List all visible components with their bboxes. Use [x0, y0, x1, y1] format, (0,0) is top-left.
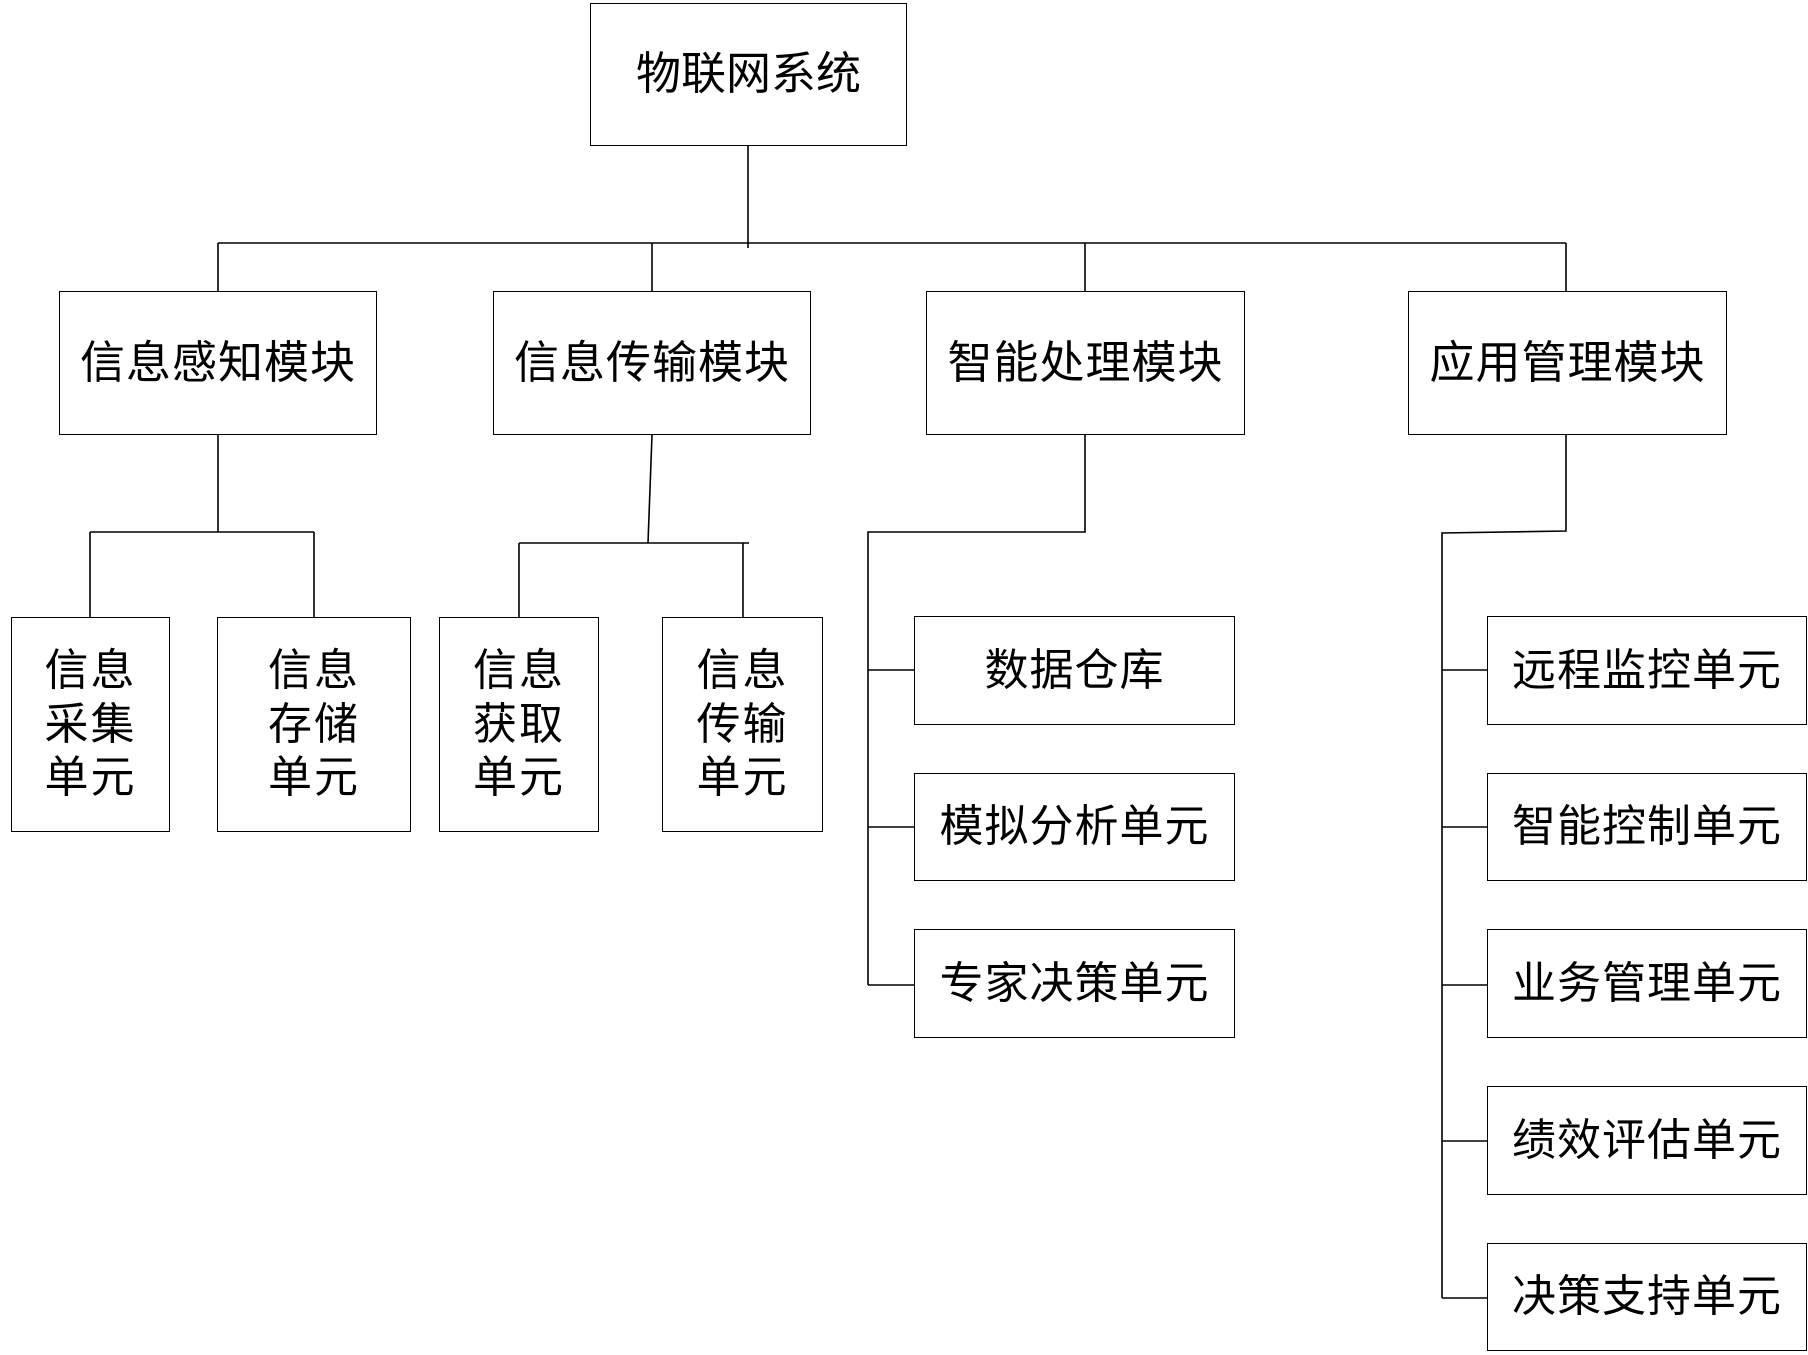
- unit-label: 远程监控单元: [1512, 644, 1782, 696]
- unit-info-transmission: 信息传输单元: [662, 617, 823, 832]
- module-info-transmission: 信息传输模块: [493, 291, 811, 435]
- unit-simulation-analysis: 模拟分析单元: [914, 773, 1235, 881]
- module-label: 应用管理模块: [1429, 335, 1706, 389]
- unit-data-warehouse: 数据仓库: [914, 616, 1235, 725]
- unit-label: 业务管理单元: [1512, 957, 1782, 1009]
- unit-performance-evaluation: 绩效评估单元: [1487, 1086, 1807, 1195]
- unit-label: 专家决策单元: [939, 957, 1210, 1009]
- unit-label: 信息采集单元: [44, 644, 137, 804]
- module-label: 信息感知模块: [79, 335, 356, 389]
- root-node: 物联网系统: [590, 3, 907, 146]
- unit-label: 决策支持单元: [1512, 1271, 1782, 1323]
- unit-expert-decision: 专家决策单元: [914, 929, 1235, 1038]
- module-label: 信息传输模块: [513, 335, 790, 389]
- unit-intelligent-control: 智能控制单元: [1487, 773, 1807, 881]
- module-label: 智能处理模块: [947, 335, 1224, 389]
- module-info-sensing: 信息感知模块: [59, 291, 377, 435]
- unit-label: 数据仓库: [984, 644, 1165, 696]
- unit-decision-support: 决策支持单元: [1487, 1243, 1807, 1351]
- unit-business-management: 业务管理单元: [1487, 929, 1807, 1038]
- unit-info-storage: 信息存储单元: [217, 617, 411, 832]
- unit-label: 智能控制单元: [1512, 801, 1782, 853]
- root-node-label: 物联网系统: [635, 47, 861, 101]
- unit-label: 信息获取单元: [473, 644, 565, 804]
- unit-remote-monitoring: 远程监控单元: [1487, 616, 1807, 725]
- unit-label: 信息传输单元: [696, 644, 789, 804]
- unit-info-acquisition: 信息获取单元: [439, 617, 599, 832]
- unit-label: 模拟分析单元: [939, 801, 1210, 853]
- module-application-management: 应用管理模块: [1408, 291, 1727, 435]
- unit-label: 信息存储单元: [268, 644, 360, 804]
- unit-label: 绩效评估单元: [1512, 1114, 1782, 1166]
- unit-info-collection: 信息采集单元: [11, 617, 170, 832]
- module-intelligent-processing: 智能处理模块: [926, 291, 1245, 435]
